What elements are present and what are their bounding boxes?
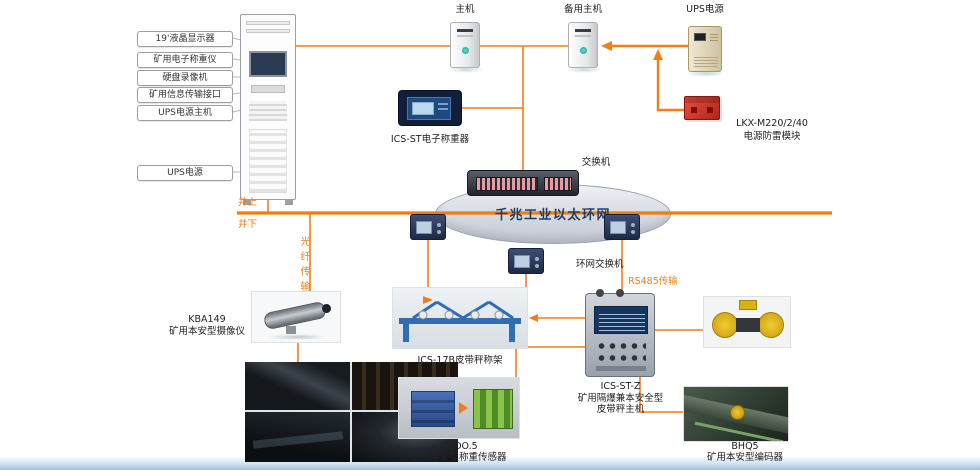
belt-scale-label: ICS-17B皮带秤称架 — [417, 355, 503, 366]
rack-label-lcd: 19'液晶显示器 — [137, 31, 233, 47]
belt-scale-photo — [392, 287, 528, 349]
ring-switch-right-icon — [604, 214, 640, 240]
rack-label-interface: 矿用信息传输接口 — [137, 87, 233, 103]
surge-module-model: LKX-M220/2/40 — [736, 118, 808, 129]
camera-photo — [251, 291, 341, 343]
belt-host-model: ICS-ST-Z — [600, 381, 641, 392]
ups-label: UPS电源 — [686, 4, 724, 15]
sensor-photo — [398, 377, 520, 439]
sensor-name: 矿用本安型称重传感器 — [411, 452, 507, 463]
encoder-photo-bottom — [683, 386, 789, 442]
rack-label-weigher: 矿用电子称重仪 — [137, 52, 233, 68]
sensor-model: GZDO.5 — [440, 441, 478, 452]
weigher-label: ICS-ST电子称重器 — [390, 134, 470, 145]
fiber-label: 光纤传输 — [298, 236, 309, 296]
rack-cabinet — [240, 14, 296, 205]
encoder-model: BHQ5 — [731, 441, 759, 452]
rack-label-dvr: 硬盘录像机 — [137, 70, 233, 86]
surge-module-name: 电源防雷模块 — [743, 131, 801, 142]
rack-label-ups: UPS电源 — [137, 165, 233, 181]
backup-host-computer-icon — [568, 22, 598, 68]
host-label: 主机 — [455, 4, 475, 15]
belt-scale-frame-icon — [399, 296, 521, 342]
switch-label: 交换机 — [581, 157, 611, 168]
belt-host-name1: 矿用隔爆兼本安全型 — [577, 393, 664, 404]
backup-host-label: 备用主机 — [563, 4, 602, 15]
rs485-label: RS485传输 — [628, 276, 678, 287]
belt-host-name2: 皮带秤主机 — [596, 404, 645, 415]
host-computer-icon — [450, 22, 480, 68]
ring-switch-label: 环网交换机 — [576, 259, 624, 270]
ups-device-icon — [688, 26, 722, 72]
rack-label-ups-host: UPS电源主机 — [137, 105, 233, 121]
ring-switch-left-icon — [410, 214, 446, 240]
surge-module-icon — [684, 96, 720, 120]
encoder-name: 矿用本安型编码器 — [706, 452, 783, 463]
rack-monitor-icon — [249, 51, 287, 77]
camera-name: 矿用本安型摄像仪 — [168, 326, 245, 337]
encoder-photo-top — [703, 296, 791, 348]
photo-arrow-icon — [459, 402, 468, 414]
underground-label: 井下 — [238, 219, 258, 230]
weigher-device-icon — [398, 90, 462, 126]
belt-host-device-icon — [585, 289, 655, 377]
ring-switch-bottom-icon — [508, 248, 544, 274]
switch-device-icon — [467, 170, 579, 196]
camera-model: KBA149 — [188, 314, 226, 325]
surface-label: 井上 — [238, 197, 258, 208]
